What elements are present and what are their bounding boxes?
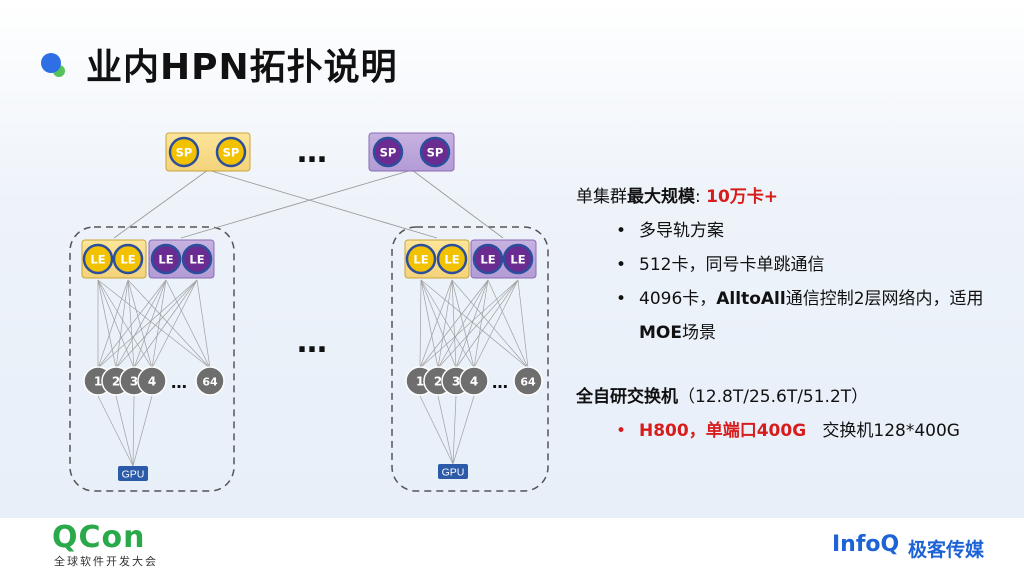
scale-colon: :	[695, 187, 701, 207]
spine-switch: SP	[419, 136, 451, 168]
switch-heading: 全自研交换机（12.8T/25.6T/51.2T）	[576, 380, 1016, 414]
leaf-label: LE	[480, 253, 495, 267]
spine-label: SP	[223, 146, 240, 160]
spine-switch: SP	[168, 136, 200, 168]
infoq-subtitle: 极客传媒	[908, 539, 985, 561]
gpu-label: GPU	[442, 467, 465, 479]
leaf-switch: LE	[82, 243, 114, 275]
spine-switch: SP	[372, 136, 404, 168]
switch-rest: （12.8T/25.6T/51.2T）	[678, 387, 869, 407]
scale-prefix: 单集群	[576, 187, 627, 207]
gpu-box: GPU	[118, 466, 148, 481]
bullet3-middle: 通信控制2层网络内，适用	[785, 289, 984, 309]
bullet3-bold2: MOE	[639, 323, 682, 343]
node-label: 64	[520, 376, 536, 389]
leaf-switch: LE	[436, 243, 468, 275]
server-node: 4	[459, 366, 489, 396]
leaf-switch: LE	[502, 243, 534, 275]
ellipsis-middle: …	[297, 325, 327, 360]
server-node: 4	[137, 366, 167, 396]
leaf-switch: LE	[150, 243, 182, 275]
bullet4-red: H800，单端口400G	[639, 421, 807, 441]
server-node: 64	[513, 366, 543, 396]
bullet3-suffix: 场景	[681, 323, 716, 343]
node-label: 1	[416, 375, 424, 389]
bullet3-bold: AlltoAll	[716, 289, 786, 309]
bullet-item: 多导轨方案	[576, 214, 1016, 248]
footer	[0, 518, 1024, 576]
node-ellipsis: …	[171, 373, 187, 392]
hpn-topology-diagram: SP SP SP SP … LE LE LE	[69, 132, 549, 492]
page-title: 业内HPN拓扑说明	[86, 47, 398, 88]
pod-right	[391, 226, 549, 492]
leaf-switch: LE	[181, 243, 213, 275]
description-panel: 单集群最大规模: 10万卡+ 多导轨方案 512卡，同号卡单跳通信 4096卡，…	[576, 180, 1016, 448]
leaf-label: LE	[120, 253, 135, 267]
leaf-label: LE	[158, 253, 173, 267]
bullet4-rest: 交换机128*400G	[822, 421, 960, 441]
bullet-item: 4096卡，AlltoAll通信控制2层网络内，适用 MOE场景	[576, 282, 1016, 350]
scale-bullets: 多导轨方案 512卡，同号卡单跳通信 4096卡，AlltoAll通信控制2层网…	[576, 214, 1016, 350]
scale-bold: 最大规模	[627, 187, 695, 207]
node-label: 3	[452, 375, 460, 389]
node-ellipsis: …	[492, 373, 508, 392]
bullet-item: H800，单端口400G 交换机128*400G	[576, 414, 1016, 448]
spine-label: SP	[427, 146, 444, 160]
node-label: 2	[434, 375, 442, 389]
leaf-switch: LE	[405, 243, 437, 275]
node-label: 3	[130, 375, 138, 389]
spine-label: SP	[380, 146, 397, 160]
leaf-switch: LE	[472, 243, 504, 275]
infoq-logo: InfoQ	[832, 532, 900, 557]
leaf-node-links	[97, 279, 529, 369]
bullet3-prefix: 4096卡，	[639, 289, 717, 309]
node-label: 1	[94, 375, 102, 389]
switch-bullets: H800，单端口400G 交换机128*400G	[576, 414, 1016, 448]
leaf-label: LE	[413, 253, 428, 267]
leaf-label: LE	[189, 253, 204, 267]
spine-label: SP	[176, 146, 193, 160]
ellipsis-top: …	[297, 135, 327, 170]
leaf-label: LE	[90, 253, 105, 267]
spine-leaf-links	[113, 169, 504, 239]
node-label: 2	[112, 375, 120, 389]
leaf-label: LE	[510, 253, 525, 267]
leaf-switch: LE	[112, 243, 144, 275]
qcon-logo: QCon	[52, 520, 146, 555]
leaf-label: LE	[444, 253, 459, 267]
node-label: 4	[148, 375, 156, 389]
gpu-label: GPU	[122, 469, 145, 481]
bubble-icon	[41, 53, 65, 77]
scale-heading: 单集群最大规模: 10万卡+	[576, 180, 1016, 214]
switch-bold: 全自研交换机	[576, 387, 678, 407]
node-gpu-links	[97, 395, 475, 467]
node-label: 4	[470, 375, 478, 389]
spine-switch: SP	[215, 136, 247, 168]
node-label: 64	[202, 376, 218, 389]
server-node: 64	[195, 366, 225, 396]
scale-value: 10万卡+	[706, 187, 779, 207]
gpu-box: GPU	[438, 464, 468, 479]
bullet-item: 512卡，同号卡单跳通信	[576, 248, 1016, 282]
qcon-subtitle: 全球软件开发大会	[54, 555, 158, 568]
